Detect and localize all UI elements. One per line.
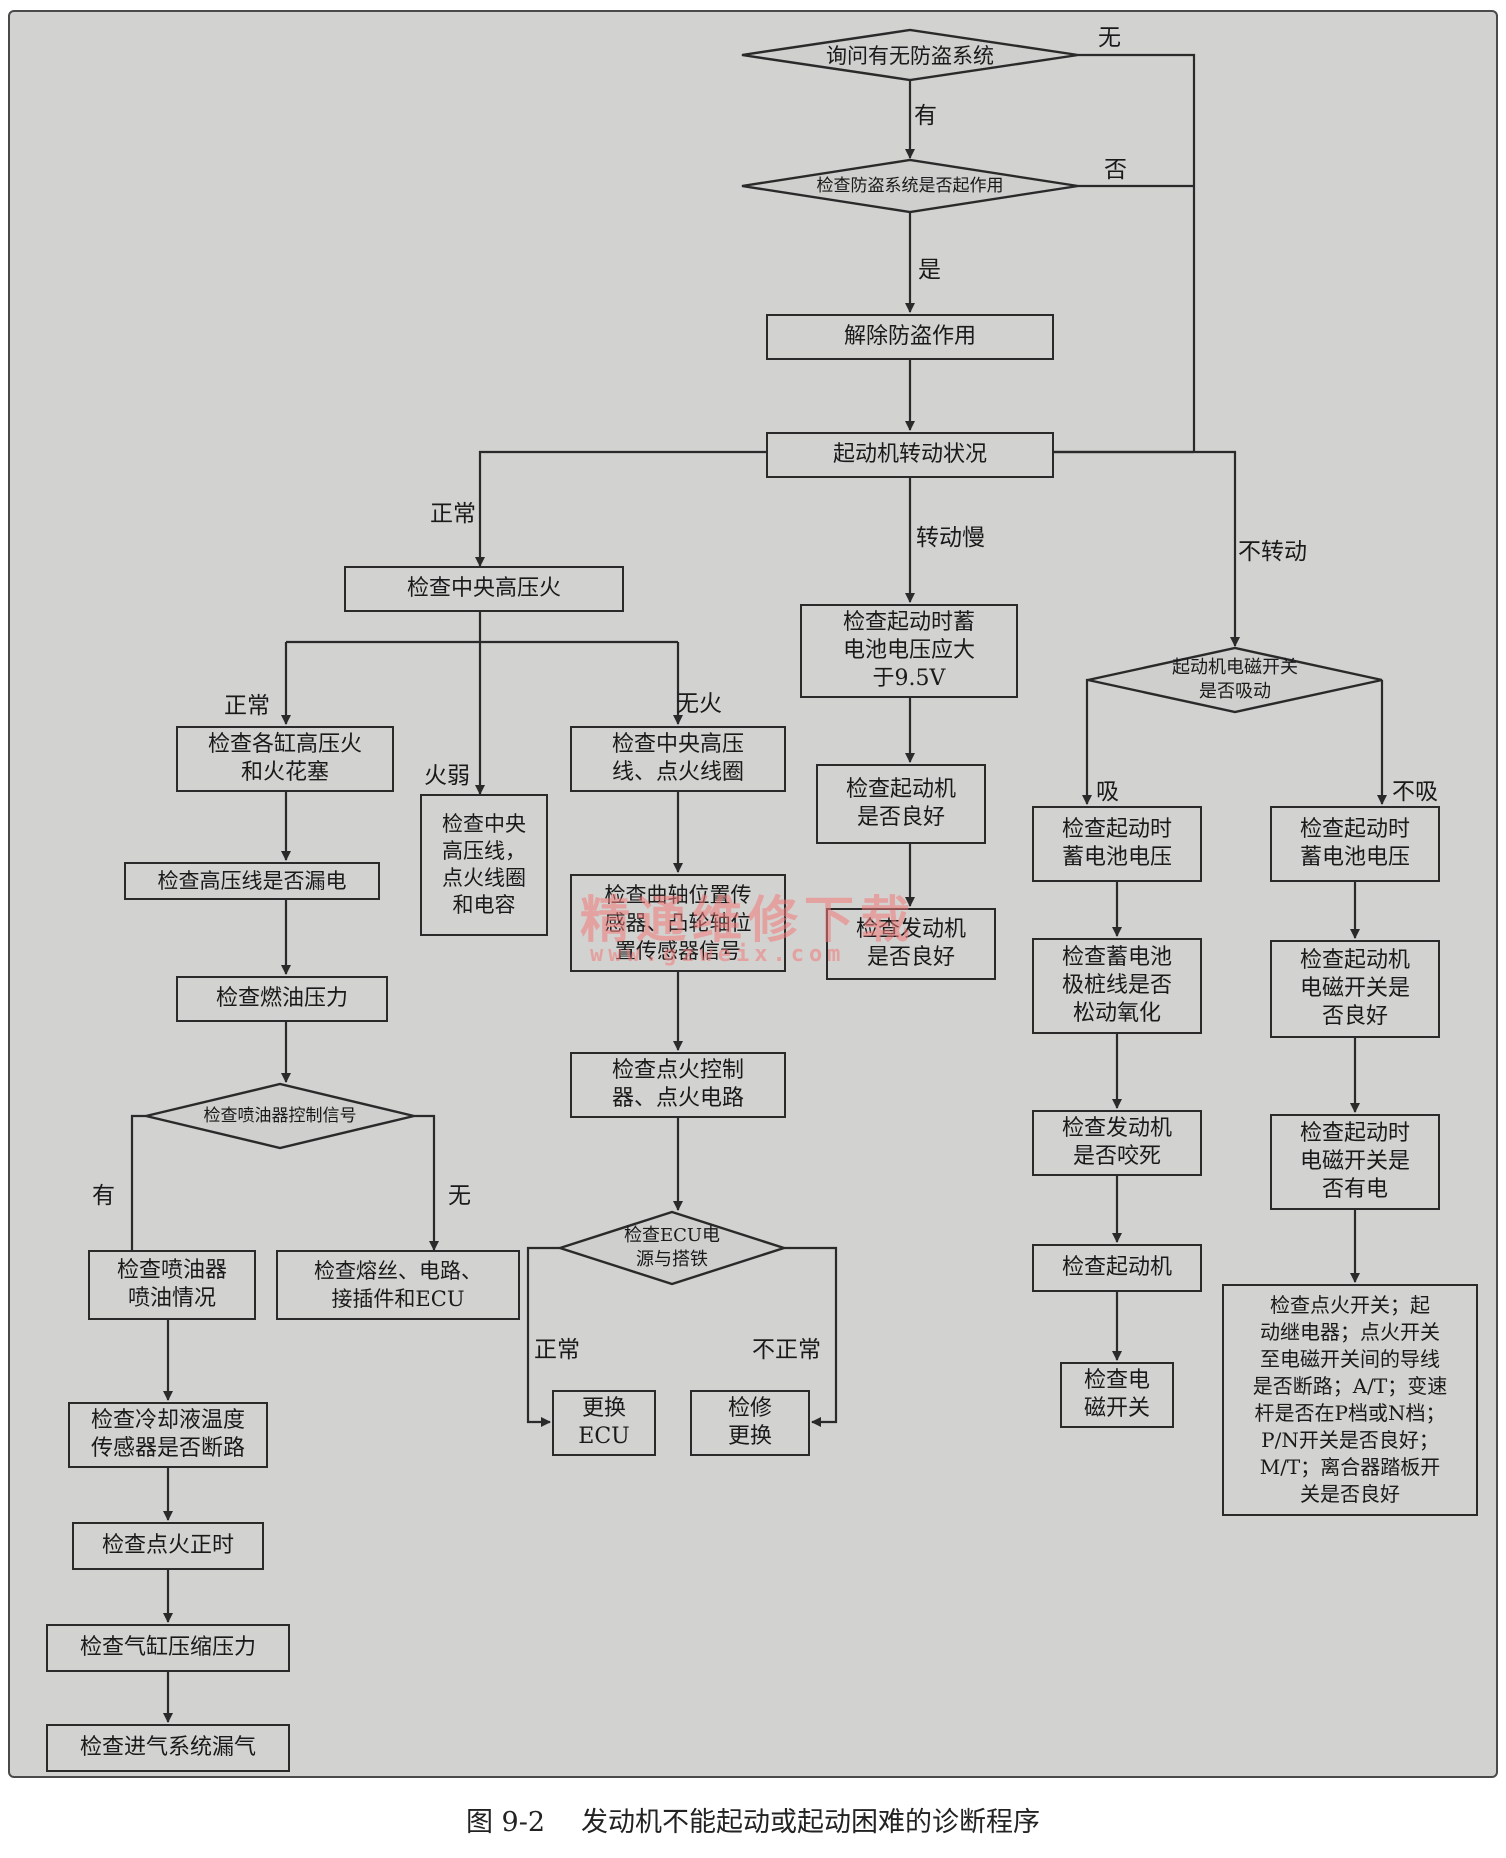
label-not-engaged: 不吸 <box>1392 779 1438 805</box>
check-central-hv-coil-box: 检查中央高压 线、点火线圈 <box>570 726 786 792</box>
check-central-hv-spark-box: 检查中央高压火 <box>344 566 624 612</box>
check-ignition-switch-box: 检查点火开关；起 动继电器；点火开关 至电磁开关间的导线 是否断路；A/T；变速… <box>1222 1284 1478 1516</box>
check-battery-voltage-b-box: 检查起动时 蓄电池电压 <box>1270 806 1440 882</box>
check-hv-wire-leak-box: 检查高压线是否漏电 <box>124 862 380 900</box>
disable-antitheft-box: 解除防盗作用 <box>766 314 1054 360</box>
caption-number: 图 9-2 <box>465 1807 546 1838</box>
check-fuel-pressure-box: 检查燃油压力 <box>176 976 388 1022</box>
decision-solenoid: 起动机电磁开关 是否吸动 <box>1172 657 1298 702</box>
check-igniter-circuit-box: 检查点火控制 器、点火电路 <box>570 1052 786 1118</box>
replace-ecu-box: 更换 ECU <box>552 1390 656 1456</box>
check-cylinder-spark-plugs-box: 检查各缸高压火 和火花塞 <box>176 726 394 792</box>
check-solenoid-powered-box: 检查起动时 电磁开关是 否有电 <box>1270 1114 1440 1210</box>
check-battery-terminals-box: 检查蓄电池 极桩线是否 松动氧化 <box>1032 938 1202 1034</box>
check-starter-good-box: 检查起动机 是否良好 <box>816 764 986 844</box>
label-has-2: 有 <box>92 1183 115 1209</box>
decision-ecu-power: 检查ECU电 源与搭铁 <box>623 1225 721 1270</box>
label-none-2: 无 <box>448 1183 471 1209</box>
label-weak-spark: 火弱 <box>424 763 470 789</box>
figure-caption: 图 9-2 发动机不能起动或起动困难的诊断程序 <box>0 1800 1506 1839</box>
check-injector-spray-box: 检查喷油器 喷油情况 <box>88 1250 256 1320</box>
label-no: 否 <box>1104 157 1127 183</box>
caption-title: 发动机不能起动或起动困难的诊断程序 <box>581 1807 1041 1838</box>
decision-injector-signal: 检查喷油器控制信号 <box>203 1106 357 1126</box>
repair-replace-box: 检修 更换 <box>690 1390 810 1456</box>
check-engine-seized-box: 检查发动机 是否咬死 <box>1032 1110 1202 1176</box>
label-normal: 正常 <box>430 501 476 527</box>
starter-status-box: 起动机转动状况 <box>766 432 1054 478</box>
check-starter-box: 检查起动机 <box>1032 1244 1202 1292</box>
check-solenoid-switch-box: 检查电 磁开关 <box>1060 1362 1174 1428</box>
label-none: 无 <box>1098 25 1121 51</box>
decision-antitheft-active: 检查防盗系统是否起作用 <box>816 176 1004 196</box>
decision-ask-antitheft: 询问有无防盗系统 <box>826 44 994 68</box>
check-battery-voltage-slow-box: 检查起动时蓄 电池电压应大 于9.5V <box>800 604 1018 698</box>
check-compression-box: 检查气缸压缩压力 <box>46 1624 290 1672</box>
label-no-spark: 无火 <box>676 691 722 717</box>
check-intake-leak-box: 检查进气系统漏气 <box>46 1724 290 1772</box>
check-starter-solenoid-box: 检查起动机 电磁开关是 否良好 <box>1270 940 1440 1038</box>
label-normal-3: 正常 <box>534 1337 580 1363</box>
check-crank-sensor-box: 检查曲轴位置传 感器、凸轮轴位 置传感器信号 <box>570 874 786 972</box>
watermark-url: www.gzweix.com <box>590 942 846 967</box>
label-normal-2: 正常 <box>224 693 270 719</box>
label-abnormal: 不正常 <box>752 1337 821 1363</box>
check-battery-voltage-a-box: 检查起动时 蓄电池电压 <box>1032 806 1202 882</box>
check-engine-good-box: 检查发动机 是否良好 <box>826 908 996 980</box>
check-coolant-sensor-box: 检查冷却液温度 传感器是否断路 <box>68 1402 268 1468</box>
label-slow: 转动慢 <box>916 525 985 551</box>
label-not-turning: 不转动 <box>1238 539 1307 565</box>
check-central-hv-weak-box: 检查中央 高压线， 点火线圈 和电容 <box>420 794 548 936</box>
label-engaged: 吸 <box>1096 779 1119 805</box>
label-yes: 是 <box>918 257 941 283</box>
check-fuse-circuit-ecu-box: 检查熔丝、电路、 接插件和ECU <box>276 1250 520 1320</box>
label-has: 有 <box>914 103 937 129</box>
check-ignition-timing-box: 检查点火正时 <box>72 1522 264 1570</box>
watermark-text: 精通维修下载 <box>580 890 916 949</box>
